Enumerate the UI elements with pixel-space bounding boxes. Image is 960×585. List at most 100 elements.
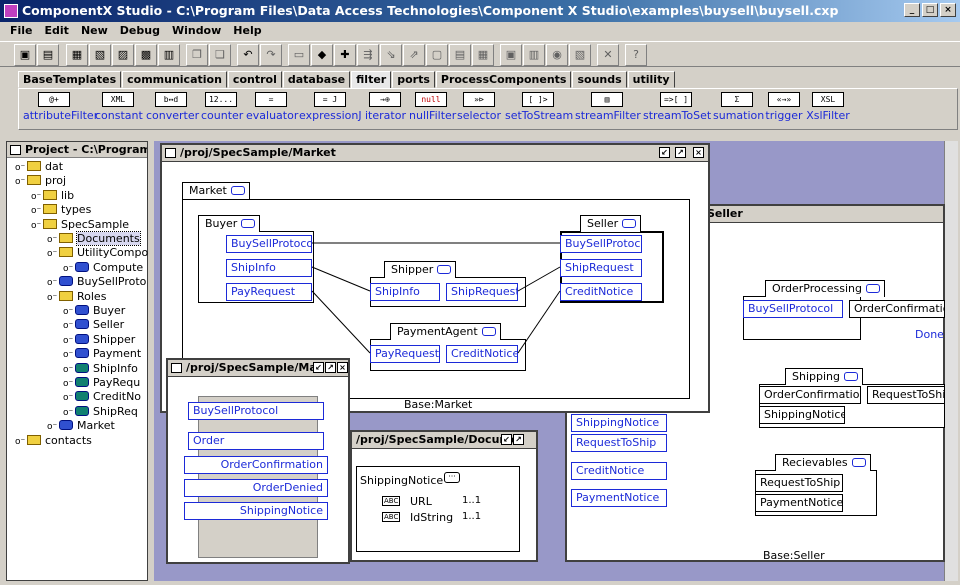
paymentagent-port-creditnotice[interactable]: CreditNotice — [446, 345, 518, 363]
expand-toggle-icon[interactable]: o⁻ — [31, 191, 42, 202]
tree-item[interactable]: o⁻BuySellProto — [47, 275, 146, 289]
close-button[interactable]: × — [940, 3, 956, 17]
tab-sounds[interactable]: sounds — [572, 71, 627, 88]
expand-toggle-icon[interactable]: o⁻ — [15, 163, 26, 173]
expand-toggle-icon[interactable]: o⁻ — [47, 292, 58, 303]
port-shippingnotice[interactable]: ShippingNotice — [184, 502, 328, 520]
tab-filter[interactable]: filter — [351, 71, 392, 89]
document-window[interactable]: /proj/SpecSample/Docume ↙ ↗ ShippingNoti… — [350, 430, 538, 562]
tree-item[interactable]: o⁻Documents — [47, 231, 141, 246]
port-buysellprotocol[interactable]: BuySellProtocol — [188, 402, 324, 420]
tab-ports[interactable]: ports — [392, 71, 435, 88]
inspect-icon[interactable]: ▣ — [500, 44, 522, 66]
expand-toggle-icon[interactable]: o⁻ — [63, 407, 74, 418]
port-order[interactable]: Order — [188, 432, 324, 450]
delete-icon[interactable]: ✕ — [597, 44, 619, 66]
port-orderdenied[interactable]: OrderDenied — [184, 479, 328, 497]
tab-database[interactable]: database — [282, 71, 351, 88]
shipper-tab[interactable]: Shipper — [384, 261, 457, 278]
tree-item[interactable]: o⁻CreditNo — [63, 390, 141, 404]
expand-toggle-icon[interactable]: o⁻ — [63, 364, 74, 375]
market-window[interactable]: /proj/SpecSample/Market ↙ ↗ × Market Buy… — [160, 143, 710, 413]
minimize-icon[interactable]: ↙ — [313, 362, 324, 373]
new-protocol-icon[interactable]: ▩ — [135, 44, 157, 66]
seller-tab[interactable]: Seller — [580, 215, 642, 232]
tree-item[interactable]: o⁻dat — [15, 160, 63, 174]
new-folder-icon[interactable]: ▦ — [66, 44, 88, 66]
maximize-icon[interactable]: ↗ — [675, 147, 686, 158]
port-shippingnotice[interactable]: ShippingNotice — [759, 406, 845, 424]
tree-item[interactable]: o⁻ShipReq — [63, 405, 138, 419]
trace-icon[interactable]: ◉ — [546, 44, 568, 66]
port-orderconfirmation-2[interactable]: OrderConfirmation — [759, 386, 861, 404]
expand-toggle-icon[interactable]: o⁻ — [47, 249, 58, 260]
menu-new[interactable]: New — [80, 24, 108, 37]
menu-help[interactable]: Help — [233, 24, 262, 37]
menu-edit[interactable]: Edit — [44, 24, 69, 37]
layout-icon[interactable]: ▤ — [449, 44, 471, 66]
new-component-icon[interactable]: ▨ — [112, 44, 134, 66]
tree-item[interactable]: o⁻Roles — [47, 290, 106, 304]
save-icon[interactable]: ▤ — [37, 44, 59, 66]
tree-item[interactable]: o⁻proj — [15, 174, 66, 188]
expand-toggle-icon[interactable]: o⁻ — [63, 393, 74, 404]
maximize-button[interactable]: □ — [922, 3, 938, 17]
maximize-icon[interactable]: ↗ — [325, 362, 336, 373]
port-requesttoship[interactable]: RequestToShip — [867, 386, 945, 404]
monitor-icon[interactable]: ▧ — [569, 44, 591, 66]
expand-toggle-icon[interactable]: o⁻ — [47, 422, 58, 433]
buyer-tab[interactable]: Buyer — [198, 215, 261, 232]
grid-icon[interactable]: ▦ — [472, 44, 494, 66]
seller-port-shiprequest[interactable]: ShipRequest — [560, 259, 642, 277]
open-icon[interactable]: ▣ — [14, 44, 36, 66]
new-type-icon[interactable]: ▥ — [158, 44, 180, 66]
watch-icon[interactable]: ▥ — [523, 44, 545, 66]
tree-item[interactable]: o⁻UtilityCompo — [47, 246, 148, 260]
minimize-button[interactable]: _ — [904, 3, 920, 17]
expand-toggle-icon[interactable]: o⁻ — [31, 220, 42, 231]
minimize-icon[interactable]: ↙ — [659, 147, 670, 158]
palette-attributefilter[interactable]: @+attributeFilter — [23, 92, 98, 128]
orderprocessing-tab[interactable]: OrderProcessing — [765, 280, 885, 297]
tab-processcomponents[interactable]: ProcessComponents — [435, 71, 572, 88]
port-orderconfirmation[interactable]: OrderConfirmation — [849, 300, 945, 318]
expand-toggle-icon[interactable]: o⁻ — [31, 206, 42, 217]
recievables-tab[interactable]: Recievables — [775, 454, 871, 471]
protocol-window[interactable]: /proj/SpecSample/Mar ↙ ↗ × BuySellProtoc… — [166, 358, 350, 564]
menu-file[interactable]: File — [10, 24, 33, 37]
shipper-port-shiprequest[interactable]: ShipRequest — [446, 283, 518, 301]
buyer-port-shipinfo[interactable]: ShipInfo — [226, 259, 312, 277]
menu-window[interactable]: Window — [171, 24, 222, 37]
tree-item[interactable]: o⁻types — [31, 203, 91, 217]
expand-toggle-icon[interactable]: o⁻ — [15, 436, 26, 447]
tree-item[interactable]: o⁻SpecSample — [31, 218, 129, 232]
tree-item[interactable]: o⁻ShipInfo — [63, 362, 138, 376]
paste-icon[interactable]: ❏ — [209, 44, 231, 66]
tree-item[interactable]: o⁻contacts — [15, 434, 92, 448]
step-icon[interactable]: ⇶ — [357, 44, 379, 66]
run-icon[interactable]: ▭ — [288, 44, 310, 66]
paymentagent-tab[interactable]: PaymentAgent — [390, 323, 501, 340]
vertical-scrollbar[interactable] — [944, 141, 958, 581]
palette-trigger[interactable]: «→»trigger — [765, 92, 803, 128]
step-into-icon[interactable]: ⇘ — [380, 44, 402, 66]
maximize-icon[interactable]: ↗ — [513, 434, 524, 445]
palette-streamtoset[interactable]: =>[ ]streamToSet — [643, 92, 711, 128]
tab-basetemplates[interactable]: BaseTemplates — [18, 71, 122, 88]
port-buysellprotocol[interactable]: BuySellProtocol — [743, 300, 843, 318]
breakpoint-icon[interactable]: ✚ — [334, 44, 356, 66]
palette-iterator[interactable]: →⊕iterator — [365, 92, 406, 128]
port-paymentnotice-left[interactable]: PaymentNotice — [571, 489, 667, 507]
expand-toggle-icon[interactable]: o⁻ — [15, 177, 26, 188]
port-creditnotice-left[interactable]: CreditNotice — [571, 462, 667, 480]
undo-icon[interactable]: ↶ — [237, 44, 259, 66]
new-document-icon[interactable]: ▧ — [89, 44, 111, 66]
minimize-icon[interactable]: ↙ — [501, 434, 512, 445]
palette-counter[interactable]: 12...counter — [201, 92, 243, 128]
debug-icon[interactable]: ◆ — [311, 44, 333, 66]
